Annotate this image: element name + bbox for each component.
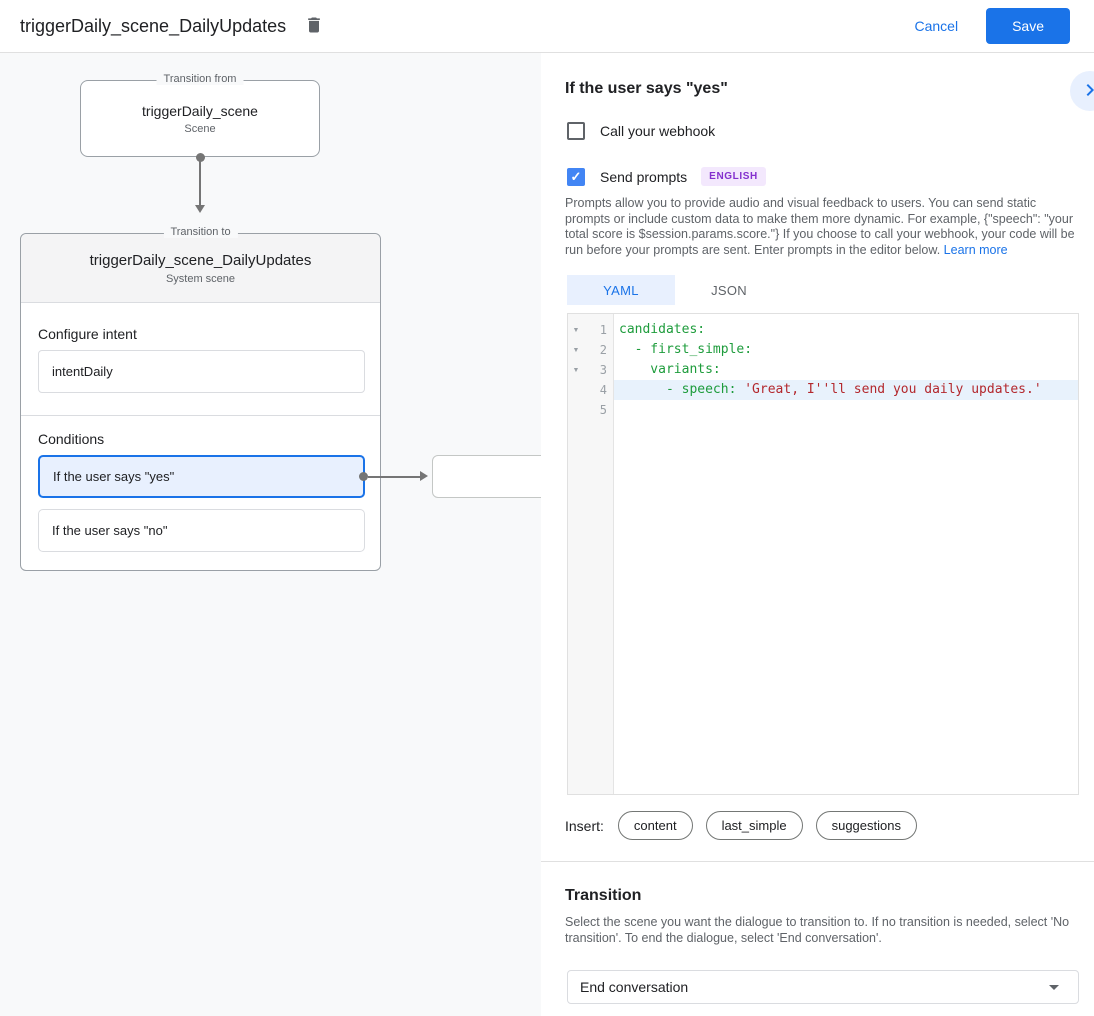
to-node-title: triggerDaily_scene_DailyUpdates: [89, 251, 312, 269]
code-line[interactable]: [614, 400, 1078, 420]
connector-dot: [359, 472, 368, 481]
to-node-header: triggerDaily_scene_DailyUpdates System s…: [21, 234, 380, 303]
dropdown-caret-icon: [1042, 975, 1066, 999]
editor-format-tabs: YAML JSON: [567, 275, 783, 305]
arrowhead-down-icon: [195, 205, 205, 213]
insert-chip-suggestions[interactable]: suggestions: [815, 811, 917, 840]
prompts-description-text: Prompts allow you to provide audio and v…: [565, 196, 1075, 257]
code-token: - first_simple:: [619, 342, 753, 357]
from-node-title: triggerDaily_scene: [142, 102, 258, 119]
collapse-panel-button[interactable]: [1070, 71, 1094, 111]
from-node-subtitle: Scene: [184, 122, 216, 135]
connector-line-horizontal: [368, 475, 420, 478]
insert-chip-content[interactable]: content: [617, 811, 693, 840]
connector-line-vertical: [199, 157, 201, 205]
transition-from-node[interactable]: Transition from triggerDaily_scene Scene: [80, 73, 320, 157]
chevron-right-icon: [1078, 78, 1094, 105]
intent-item[interactable]: intentDaily: [38, 350, 365, 393]
delete-button[interactable]: [302, 14, 326, 38]
insert-label: Insert:: [565, 817, 604, 834]
webhook-checkbox[interactable]: [567, 122, 585, 140]
tab-json[interactable]: JSON: [675, 275, 783, 305]
prompts-description: Prompts allow you to provide audio and v…: [565, 196, 1081, 258]
editor-code-area[interactable]: candidates: - first_simple: variants: - …: [614, 314, 1078, 794]
insert-row: Insert: content last_simple suggestions: [565, 811, 930, 840]
transition-section-title: Transition: [565, 887, 642, 904]
to-node-subtitle: System scene: [165, 272, 236, 285]
call-webhook-checkbox-row[interactable]: Call your webhook: [567, 122, 715, 140]
fold-arrow-icon[interactable]: ▼: [572, 346, 580, 354]
send-prompts-checkbox-row[interactable]: ✓ Send prompts ENGLISH: [567, 167, 766, 186]
code-token: - speech:: [619, 382, 745, 397]
conditions-label: Conditions: [38, 431, 105, 447]
transition-dropdown-value: End conversation: [580, 979, 689, 995]
fold-arrow-icon[interactable]: ▼: [572, 366, 580, 374]
transition-from-legend: Transition from: [156, 73, 244, 85]
line-number: 1: [599, 323, 607, 337]
trash-icon: [304, 15, 324, 38]
condition-item-no[interactable]: If the user says "no": [38, 509, 365, 552]
code-line[interactable]: - first_simple:: [614, 340, 1078, 360]
insert-chip-last-simple[interactable]: last_simple: [705, 811, 803, 840]
language-badge: ENGLISH: [701, 167, 766, 186]
code-token: variants:: [619, 362, 721, 377]
code-token: candidates:: [619, 322, 706, 337]
code-line[interactable]: candidates:: [614, 320, 1078, 340]
line-number: 5: [599, 403, 607, 417]
cancel-button[interactable]: Cancel: [914, 18, 959, 34]
topbar: triggerDaily_scene_DailyUpdates Cancel S…: [0, 0, 1094, 53]
scene-flow-canvas: Transition from triggerDaily_scene Scene…: [0, 53, 541, 1016]
card-divider: [21, 415, 380, 416]
send-prompts-label: Send prompts: [600, 168, 688, 185]
transition-to-card[interactable]: Transition to triggerDaily_scene_DailyUp…: [20, 226, 381, 571]
transition-to-legend: Transition to: [163, 226, 238, 238]
panel-divider: [541, 861, 1094, 862]
configure-intent-label: Configure intent: [38, 326, 137, 342]
code-line-active[interactable]: - speech: 'Great, I''ll send you daily u…: [614, 380, 1078, 400]
send-prompts-checkbox[interactable]: ✓: [567, 167, 585, 186]
transition-description: Select the scene you want the dialogue t…: [565, 915, 1070, 945]
transition-target-node[interactable]: [432, 455, 541, 498]
webhook-label: Call your webhook: [600, 123, 716, 139]
arrowhead-right-icon: [420, 471, 428, 481]
code-line[interactable]: variants:: [614, 360, 1078, 380]
code-token: 'Great, I''ll send you daily updates.': [744, 382, 1042, 397]
line-number: 2: [599, 343, 607, 357]
panel-title: If the user says "yes": [565, 80, 728, 97]
condition-item-yes[interactable]: If the user says "yes": [38, 455, 365, 498]
fold-arrow-icon[interactable]: ▼: [572, 326, 580, 334]
line-number: 3: [599, 363, 607, 377]
page-title: triggerDaily_scene_DailyUpdates: [20, 15, 287, 36]
yaml-code-editor[interactable]: ▼ 1 ▼ 2 ▼ 3 4 5 candidates: - first_simple:…: [567, 313, 1079, 795]
transition-dropdown[interactable]: End conversation: [567, 970, 1079, 1004]
save-button[interactable]: Save: [986, 8, 1070, 44]
condition-editor-panel: If the user says "yes" Call your webhook…: [541, 53, 1094, 1016]
editor-gutter: ▼ 1 ▼ 2 ▼ 3 4 5: [568, 314, 614, 794]
learn-more-link[interactable]: Learn more: [943, 242, 1008, 257]
tab-yaml[interactable]: YAML: [567, 275, 675, 305]
line-number: 4: [599, 383, 607, 397]
